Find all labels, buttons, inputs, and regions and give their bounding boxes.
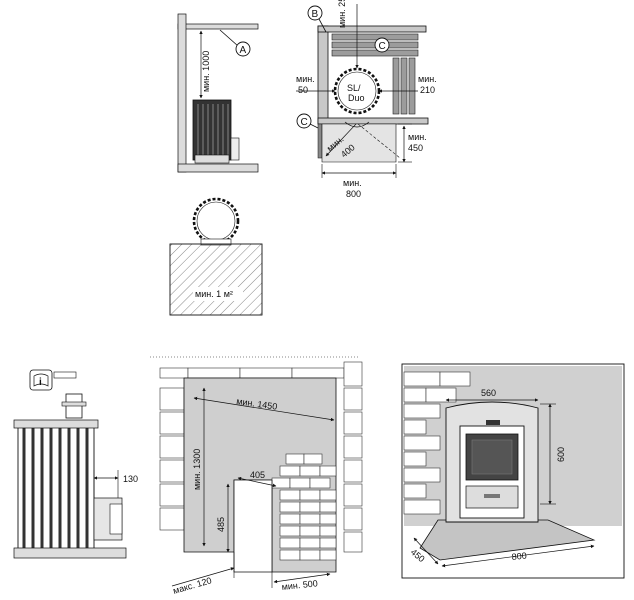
- dim-left-b: 50: [298, 85, 308, 95]
- dim-ceiling-label: мин. 1000: [201, 51, 211, 92]
- label-c2-circle: [296, 113, 312, 129]
- stove-floor-plate: [13, 547, 127, 559]
- book-icon: [33, 373, 49, 387]
- label-a-circle: [235, 41, 251, 57]
- dim-bottom: мин. 500: [281, 578, 318, 592]
- inner-bricks: [271, 453, 337, 561]
- wall-left: [177, 13, 187, 173]
- diagram-plan-clearance: B C C SL/ Duo мин. 250 мин. 50 мин. 210: [296, 0, 437, 199]
- label-c: C: [379, 41, 386, 52]
- floor-area-label: мин. 1 м²: [195, 289, 233, 299]
- stove-body-large: [17, 425, 95, 551]
- stove-base: [194, 154, 230, 164]
- diagram-chimney-side: i 130: [13, 369, 138, 559]
- floor-slab: [177, 163, 259, 173]
- dim-opening-width: 405: [250, 470, 265, 480]
- dim-left-a: мин.: [296, 74, 315, 84]
- dim-width-a: мин.: [343, 178, 362, 188]
- dim-side-label: 130: [123, 474, 138, 484]
- stove-label-a: SL/: [347, 83, 361, 93]
- ceiling-slab: [177, 23, 259, 30]
- dim-right-b: 210: [420, 85, 435, 95]
- dim-frame-width: 560: [481, 388, 496, 398]
- dim-opening-height: 485: [216, 517, 226, 532]
- dim-top-label: мин. 250: [337, 0, 347, 28]
- floor-area-square: [169, 243, 263, 316]
- diagram-stove-front: 560 600 450 800: [401, 363, 625, 579]
- dim-floor-width: 800: [511, 550, 527, 562]
- label-a: A: [240, 45, 247, 56]
- dim-right-a: мин.: [418, 74, 437, 84]
- dim-bottom-right-b: 450: [408, 143, 423, 153]
- floor-protection-area: [321, 123, 397, 163]
- plan-wall-bottom: [317, 117, 429, 125]
- diagram-side-clearance: мин. 1000 A: [177, 13, 259, 173]
- dim-frame-height: 600: [556, 447, 566, 462]
- stove-body: [192, 99, 232, 161]
- diagram-floor-area: мин. 1 м²: [169, 197, 263, 316]
- stove-side-panel: [230, 137, 240, 161]
- plan-wall-left: [317, 25, 329, 125]
- plan-wall-top: [317, 25, 427, 33]
- dim-width-b: 800: [346, 189, 361, 199]
- dim-gap: макс. 120: [172, 575, 213, 596]
- dim-wall-height: мин. 1300: [192, 449, 202, 490]
- label-b: B: [312, 9, 319, 20]
- label-c-circle: [374, 37, 390, 53]
- dim-bottom-right-a: мин.: [408, 132, 427, 142]
- label-c2: C: [301, 117, 308, 128]
- diagram-brick-wall: мин. 1450 мин. 1300 405 485 макс. 120 ми…: [150, 356, 366, 596]
- label-b-circle: [307, 5, 323, 21]
- info-icon: i: [39, 377, 42, 388]
- stove-label-b: Duo: [348, 93, 365, 103]
